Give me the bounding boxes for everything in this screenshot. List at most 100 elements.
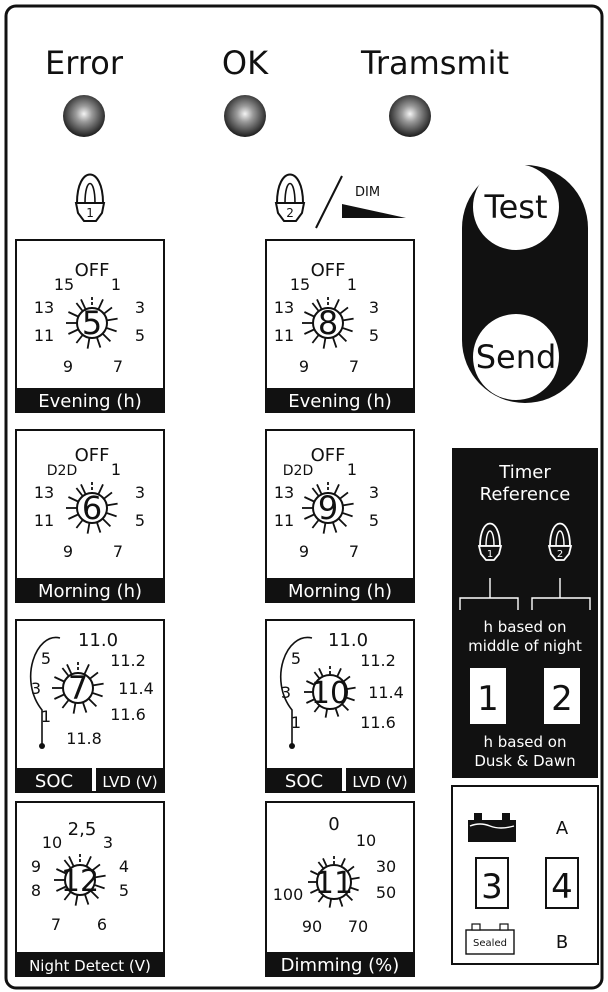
tick-11-4: 11.4	[118, 679, 154, 698]
tick-11-4: 11.4	[368, 683, 404, 702]
dial-soc-lvd-1[interactable]: SOC LVD (V) 7 11.0 5 11.2 3 11.4 1 11.6 …	[15, 619, 165, 793]
dial-night-value: 12	[61, 864, 99, 899]
tick-1: 1	[111, 275, 121, 294]
dial-evening-1[interactable]: Evening (h) 5 OFF 15 1 13 3 11 5 9 7	[15, 239, 165, 413]
ok-label: OK	[222, 44, 269, 82]
tick-2-5: 2,5	[68, 819, 97, 840]
lamp-2-icon: 2	[274, 173, 306, 222]
dial-dimming-value: 11	[315, 866, 353, 901]
timer-reference-title-1: Timer	[498, 462, 551, 483]
timer-switch-2-label: 2	[551, 679, 573, 719]
tick-6: 6	[97, 915, 107, 934]
tick-13: 13	[274, 298, 294, 317]
tick-11-8: 11.8	[66, 729, 102, 748]
tick-13: 13	[274, 483, 294, 502]
lamp-1-number: 1	[86, 206, 94, 220]
timer-bracket-1	[459, 578, 519, 610]
timer-reference-title-2: Reference	[480, 484, 571, 505]
dial-evening-2-value: 8	[318, 304, 338, 342]
battery-switch-3[interactable]	[475, 857, 509, 909]
tick-d2d: D2D	[47, 463, 77, 479]
battery-switch-3-label: 3	[481, 867, 503, 907]
middle-of-night-line-1: h based on	[483, 618, 566, 636]
dial-morning-1[interactable]: Morning (h) 6 OFF D2D 1 13 3 11 5 9 7	[15, 429, 165, 603]
timer-switch-1[interactable]	[470, 668, 506, 724]
timer-lamp-2-number: 2	[557, 549, 563, 560]
sealed-battery-icon: Sealed	[465, 923, 515, 955]
dial-night-detect[interactable]: Night Detect (V) 12 2,5 10 3 9 4 8 5 7 6	[15, 801, 165, 977]
sealed-label: Sealed	[473, 938, 507, 949]
battery-label-b: B	[556, 932, 568, 953]
tick-7: 7	[349, 357, 359, 376]
tick-5: 5	[369, 326, 379, 345]
dial-evening-1-caption: Evening (h)	[38, 391, 142, 412]
tick-11-2: 11.2	[110, 651, 146, 670]
tick-5: 5	[135, 326, 145, 345]
dial-morning-2-value: 9	[318, 489, 338, 527]
tick-11-0: 11.0	[78, 630, 118, 651]
tick-off: OFF	[311, 445, 346, 466]
tick-11-0: 11.0	[328, 630, 368, 651]
tick-11: 11	[34, 511, 54, 530]
flooded-battery-icon	[468, 813, 516, 842]
tick-3: 3	[369, 483, 379, 502]
lvd-1-caption: LVD (V)	[102, 773, 157, 791]
send-button-label: Send	[476, 338, 557, 376]
tick-9: 9	[63, 542, 73, 561]
dial-morning-2-caption: Morning (h)	[288, 581, 392, 602]
tick-soc-5: 5	[291, 649, 301, 668]
tick-soc-3: 3	[31, 679, 41, 698]
transmit-led	[389, 95, 431, 137]
lamp-2-number: 2	[286, 206, 294, 220]
tick-11-6: 11.6	[360, 713, 396, 732]
dial-evening-2[interactable]: Evening (h) 8 OFF 15 1 13 3 11 5 9 7	[265, 239, 415, 413]
dial-morning-2[interactable]: Morning (h) 9 OFF D2D 1 13 3 11 5 9 7	[265, 429, 415, 603]
transmit-label: Tramsmit	[360, 44, 509, 82]
timer-lamp-1-number: 1	[487, 549, 493, 560]
tick-3: 3	[135, 483, 145, 502]
tick-4: 4	[119, 857, 129, 876]
tick-soc-1: 1	[41, 707, 51, 726]
tick-10: 10	[42, 833, 62, 852]
soc-2-caption: SOC	[285, 771, 323, 792]
soc-1-bracket	[29, 636, 61, 746]
dusk-dawn-line-1: h based on	[483, 733, 566, 751]
tick-100: 100	[273, 885, 304, 904]
tick-5: 5	[119, 881, 129, 900]
tick-3: 3	[135, 298, 145, 317]
timer-switch-2[interactable]	[544, 668, 580, 724]
dial-soc-lvd-2[interactable]: SOC LVD (V) 10 11.0 5 11.2 3 11.4 1 11.6	[265, 619, 415, 793]
tick-off: OFF	[75, 445, 110, 466]
dial-evening-1-value: 5	[82, 304, 102, 342]
tick-7: 7	[113, 357, 123, 376]
night-detect-caption: Night Detect (V)	[29, 957, 151, 975]
tick-15: 15	[54, 275, 74, 294]
send-button[interactable]	[473, 314, 559, 400]
tick-9: 9	[63, 357, 73, 376]
tick-soc-5: 5	[41, 649, 51, 668]
slash-divider	[315, 175, 343, 229]
tick-90: 90	[302, 917, 322, 936]
tick-soc-1: 1	[291, 713, 301, 732]
ok-led	[224, 95, 266, 137]
test-button[interactable]	[473, 164, 559, 250]
tick-8: 8	[31, 881, 41, 900]
tick-9: 9	[299, 542, 309, 561]
battery-label-a: A	[556, 818, 569, 839]
error-label: Error	[45, 44, 124, 82]
dial-soc-2-value: 10	[311, 676, 349, 711]
battery-switch-4[interactable]	[545, 857, 579, 909]
tick-3: 3	[103, 833, 113, 852]
soc-1-caption: SOC	[35, 771, 73, 792]
tick-off: OFF	[311, 260, 346, 281]
error-led	[63, 95, 105, 137]
tick-7: 7	[349, 542, 359, 561]
dim-ramp-icon	[342, 204, 406, 218]
tick-1: 1	[347, 460, 357, 479]
lvd-2-caption: LVD (V)	[352, 773, 407, 791]
dial-dimming[interactable]: Dimming (%) 11 0 10 30 50 100 90 70	[265, 801, 415, 977]
dial-evening-2-caption: Evening (h)	[288, 391, 392, 412]
tick-13: 13	[34, 483, 54, 502]
tick-1: 1	[347, 275, 357, 294]
